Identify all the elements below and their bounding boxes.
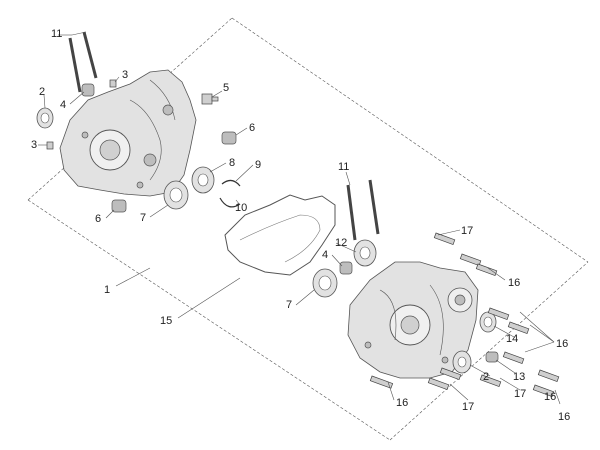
label-15: 15 bbox=[160, 315, 172, 327]
bearing-7-left bbox=[163, 180, 189, 210]
fitting-5 bbox=[201, 93, 219, 105]
pin-3-top bbox=[109, 79, 117, 88]
label-6-top: 6 bbox=[249, 122, 255, 134]
bushing-4-right bbox=[339, 261, 353, 275]
ring-10 bbox=[219, 197, 241, 208]
gasket bbox=[224, 194, 336, 276]
label-9: 9 bbox=[255, 159, 261, 171]
label-16-c: 16 bbox=[544, 391, 556, 403]
label-4-left: 4 bbox=[60, 99, 66, 111]
label-1: 1 bbox=[104, 284, 110, 296]
bushing-4-left bbox=[81, 83, 95, 97]
label-12: 12 bbox=[335, 237, 347, 249]
seal-left bbox=[36, 107, 54, 129]
label-3-top: 3 bbox=[122, 69, 128, 81]
label-14: 14 bbox=[506, 333, 518, 345]
label-6-bottom: 6 bbox=[95, 213, 101, 225]
label-11-right: 11 bbox=[338, 161, 349, 173]
bearing-7-right bbox=[312, 268, 338, 298]
label-17-bottom: 17 bbox=[462, 401, 474, 413]
label-8: 8 bbox=[229, 157, 235, 169]
leader-lines bbox=[38, 31, 561, 405]
label-16-bottom: 16 bbox=[396, 397, 408, 409]
bushing-6-bottom bbox=[111, 199, 127, 213]
stud-bolts-left bbox=[68, 31, 98, 93]
label-11-left: 11 bbox=[51, 28, 62, 40]
label-3-left: 3 bbox=[31, 139, 37, 151]
bushing-13 bbox=[485, 351, 499, 363]
label-5: 5 bbox=[223, 82, 229, 94]
label-16-b: 16 bbox=[556, 338, 568, 350]
label-2-right: 2 bbox=[483, 371, 489, 383]
label-16-d: 16 bbox=[558, 411, 570, 423]
left-crankcase-half bbox=[59, 69, 197, 197]
circlip-9 bbox=[221, 179, 241, 187]
bearing-8 bbox=[191, 166, 215, 194]
right-crankcase-half bbox=[347, 261, 479, 379]
label-7-right: 7 bbox=[286, 299, 292, 311]
seal-14 bbox=[479, 311, 497, 333]
label-4-right: 4 bbox=[322, 249, 328, 261]
label-13: 13 bbox=[513, 371, 525, 383]
label-2-left: 2 bbox=[39, 86, 45, 98]
bearing-12 bbox=[353, 239, 377, 267]
stud-bolts-right bbox=[346, 179, 380, 241]
bushing-6-top bbox=[221, 131, 237, 145]
label-17-top: 17 bbox=[461, 225, 473, 237]
label-17-right: 17 bbox=[514, 388, 526, 400]
callout-labels: 11 2 4 3 3 5 6 8 9 10 6 7 1 15 11 12 4 7… bbox=[31, 28, 570, 423]
label-10: 10 bbox=[235, 202, 247, 214]
seal-2-right bbox=[452, 350, 472, 374]
label-7-left: 7 bbox=[140, 212, 146, 224]
label-16-a: 16 bbox=[508, 277, 520, 289]
bolts-group bbox=[369, 232, 560, 397]
pin-3-left bbox=[46, 141, 54, 150]
